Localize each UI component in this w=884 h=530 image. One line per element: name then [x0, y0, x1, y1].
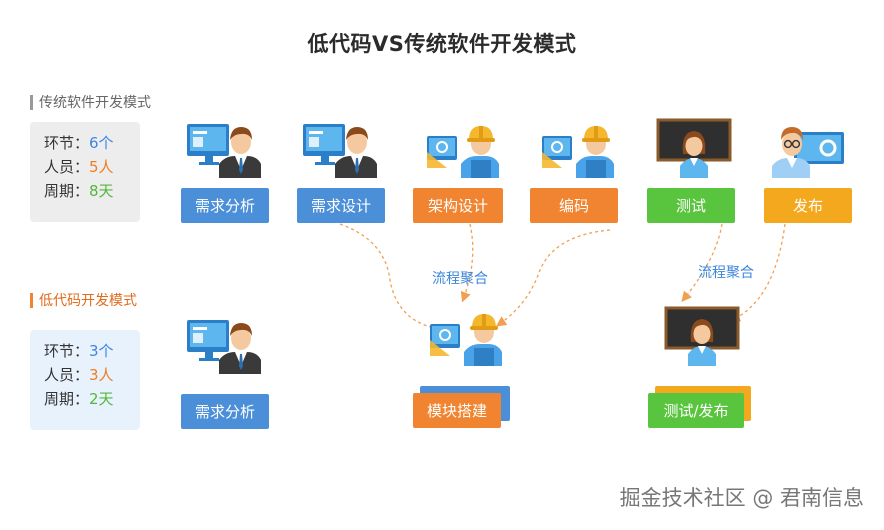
step-coding: 编码 [530, 188, 618, 223]
lowcode-heading-text: 低代码开发模式 [39, 293, 137, 309]
stat-steps: 环节：3个 [44, 342, 114, 360]
connector-architecture-to-build [460, 223, 474, 303]
lowcode-step-requirement-analysis: 需求分析 [181, 394, 269, 429]
stat-steps: 环节：6个 [44, 134, 114, 152]
lowcode-step-test-release: 测试/发布 [648, 393, 744, 428]
aggregation-label-build: 流程聚合 [432, 271, 488, 287]
step-testing: 测试 [647, 188, 735, 223]
step-requirement-analysis: 需求分析 [181, 188, 269, 223]
connector-coding-to-build [495, 229, 611, 327]
builder-icon [428, 306, 508, 366]
traditional-heading-text: 传统软件开发模式 [39, 95, 151, 111]
lowcode-step-module-build: 模块搭建 [413, 393, 501, 428]
connector-design-to-build [339, 223, 449, 335]
traditional-stats: 环节：6个 人员：5人 周期：8天 [30, 122, 140, 222]
tester-publisher-icon [662, 306, 742, 366]
aggregation-label-release: 流程聚合 [698, 265, 754, 281]
stat-people: 人员：3人 [44, 366, 114, 384]
page-title: 低代码VS传统软件开发模式 [307, 32, 577, 56]
step-architecture-design: 架构设计 [413, 188, 503, 223]
watermark: 掘金技术社区 @ 君南信息 [619, 486, 864, 510]
heading-bar [30, 94, 33, 110]
stat-people: 人员：5人 [44, 158, 114, 176]
lowcode-stats: 环节：3个 人员：3人 周期：2天 [30, 330, 140, 430]
heading-bar [30, 292, 33, 308]
connector-testing-to-merged [681, 223, 723, 303]
traditional-heading: 传统软件开发模式 [30, 92, 151, 112]
lowcode-heading: 低代码开发模式 [30, 290, 137, 310]
stat-period: 周期：8天 [44, 182, 114, 200]
connector-release-to-merged [729, 223, 786, 322]
step-release: 发布 [764, 188, 852, 223]
analyst-icon [185, 314, 265, 374]
step-requirement-design: 需求设计 [297, 188, 385, 223]
stat-period: 周期：2天 [44, 390, 114, 408]
